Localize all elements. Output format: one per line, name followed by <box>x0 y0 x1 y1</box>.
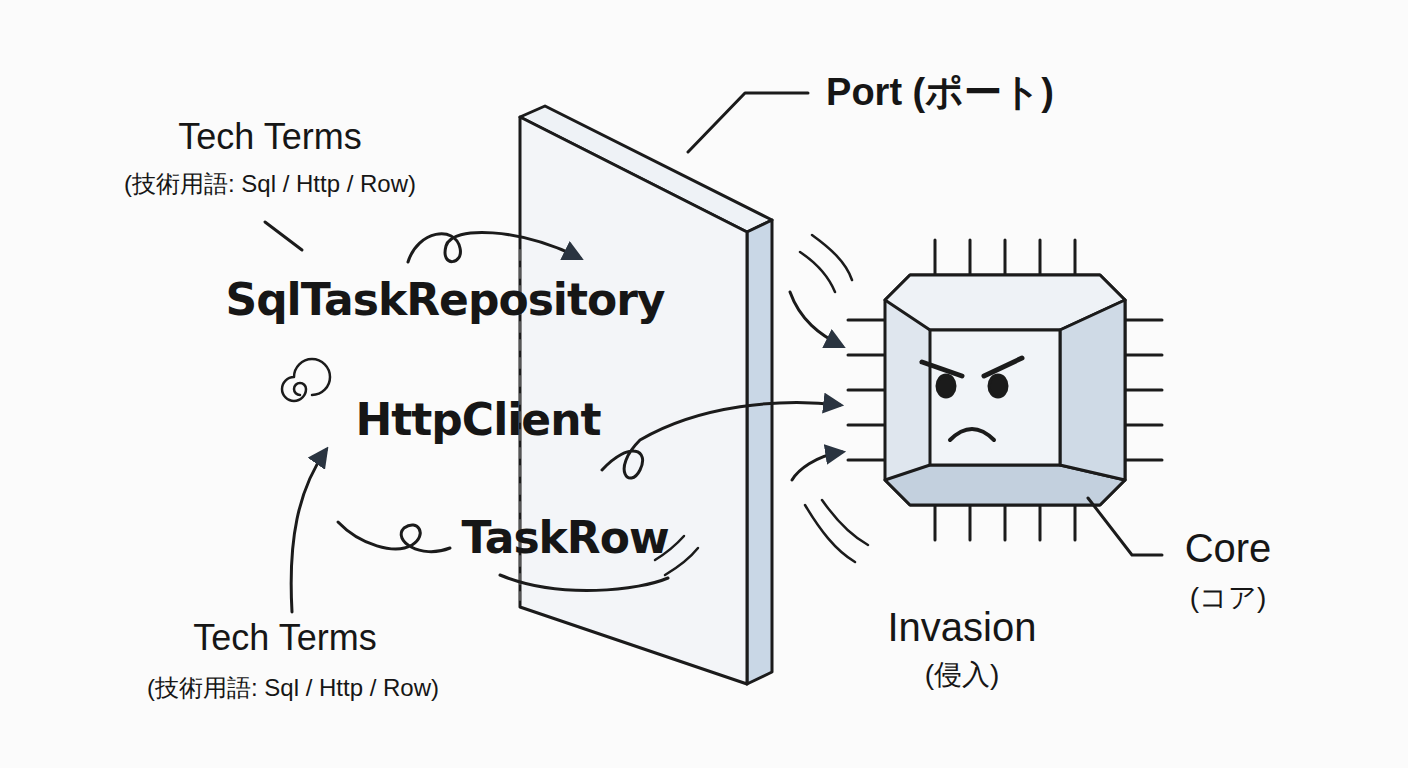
squiggle-line <box>500 575 668 590</box>
motion-line <box>812 235 852 280</box>
note-label: (コア) <box>1190 583 1267 614</box>
invasion-arrow <box>792 452 842 480</box>
motion-line <box>665 548 698 575</box>
heading-label: Tech Terms <box>178 117 361 157</box>
curvy-arrow <box>408 232 580 262</box>
heading-label: Tech Terms <box>193 618 376 658</box>
wall-side <box>747 220 772 684</box>
tech-term: HttpClient <box>355 396 600 444</box>
squiggle-line <box>338 522 450 552</box>
note-label: (侵入) <box>925 660 1000 691</box>
chip-pins <box>848 240 1162 540</box>
chip-body <box>885 275 1125 505</box>
leader-line <box>1088 498 1162 555</box>
eyebrow <box>984 358 1022 376</box>
frown <box>950 429 994 440</box>
eye <box>937 375 955 397</box>
callout-label: Invasion <box>888 605 1037 649</box>
callout-label: Core <box>1185 526 1272 570</box>
leader-line <box>265 222 302 250</box>
chip-bevel-right <box>1060 300 1125 480</box>
motion-line <box>800 252 835 292</box>
leader-line <box>688 93 808 152</box>
motion-line <box>805 505 855 562</box>
curvy-arrow <box>291 450 326 612</box>
eyebrow <box>922 362 962 376</box>
tech-term: TaskRow <box>461 514 668 562</box>
invasion-arrow <box>790 292 842 346</box>
tech-term: SqlTaskRepository <box>225 276 664 324</box>
eye <box>989 375 1007 397</box>
note-label: (技術用語: Sql / Http / Row) <box>124 171 416 197</box>
motion-line <box>822 500 868 545</box>
note-label: (技術用語: Sql / Http / Row) <box>147 675 439 701</box>
chip-face <box>930 330 1060 465</box>
callout-label: Port (ポート) <box>826 72 1054 114</box>
swirl-symbol <box>282 359 330 401</box>
